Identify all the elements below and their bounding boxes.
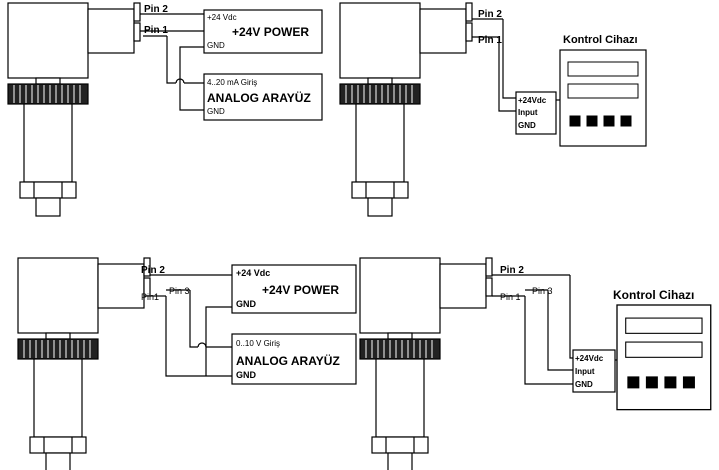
power-box [231,264,357,314]
terminal-gnd: GND [518,121,536,130]
gnd-label: GND [236,370,257,380]
pin-label: Pin 3 [169,286,190,296]
pin-label: Pin 2 [144,4,168,15]
analog-title: ANALOG ARAYÜZ [236,353,340,368]
pin-label: Pin 2 [478,9,502,20]
terminal-gnd: GND [575,380,593,389]
diagram-3: Pin 2 Pin1 Pin 3 +24 Vdc +24V POWER GND … [17,257,357,470]
pin-label: Pin 1 [144,25,168,36]
pin-label: Pin 1 [500,292,521,302]
power-title: +24V POWER [262,283,339,297]
diagram-2: Pin 2 Pin 1 +24Vdc Input GND Kontrol Cih… [339,2,647,217]
device-title: Kontrol Cihazı [563,34,638,46]
input-range: 0..10 V Giriş [236,339,280,348]
device-title: Kontrol Cihazı [613,288,694,302]
terminal-block [515,91,557,135]
power-voltage: +24 Vdc [236,268,270,278]
terminal-24vdc: +24Vdc [575,354,604,363]
power-box [203,9,323,54]
power-voltage: +24 Vdc [207,13,237,22]
terminal-block [572,349,616,393]
diagram-1: Pin 2 Pin 1 +24 Vdc +24V POWER GND 4..20… [7,2,323,217]
gnd-label: GND [207,41,225,50]
sensor-4 [359,257,493,470]
control-device [616,304,712,411]
sensor-2 [339,2,473,217]
terminal-input: Input [575,367,595,376]
power-title: +24V POWER [232,25,309,39]
terminal-24vdc: +24Vdc [518,96,547,105]
pin-label: Pin 2 [141,265,165,276]
terminal-input: Input [518,108,538,117]
diagram-4: Pin 2 Pin 1 Pin 3 +24Vdc Input GND Kontr… [359,257,712,470]
pin-label: Pin 1 [478,35,502,46]
control-device [559,49,647,147]
pin-label: Pin 3 [532,286,553,296]
gnd-label: GND [236,299,257,309]
sensor-1 [7,2,141,217]
pin-label: Pin 2 [500,265,524,276]
analog-interface-box [203,73,323,121]
sensor-3 [17,257,151,470]
input-range: 4..20 mA Giriş [207,78,257,87]
gnd-label: GND [207,107,225,116]
analog-interface-box [231,333,357,385]
pin-label: Pin1 [141,292,159,302]
analog-title: ANALOG ARAYÜZ [207,90,311,105]
